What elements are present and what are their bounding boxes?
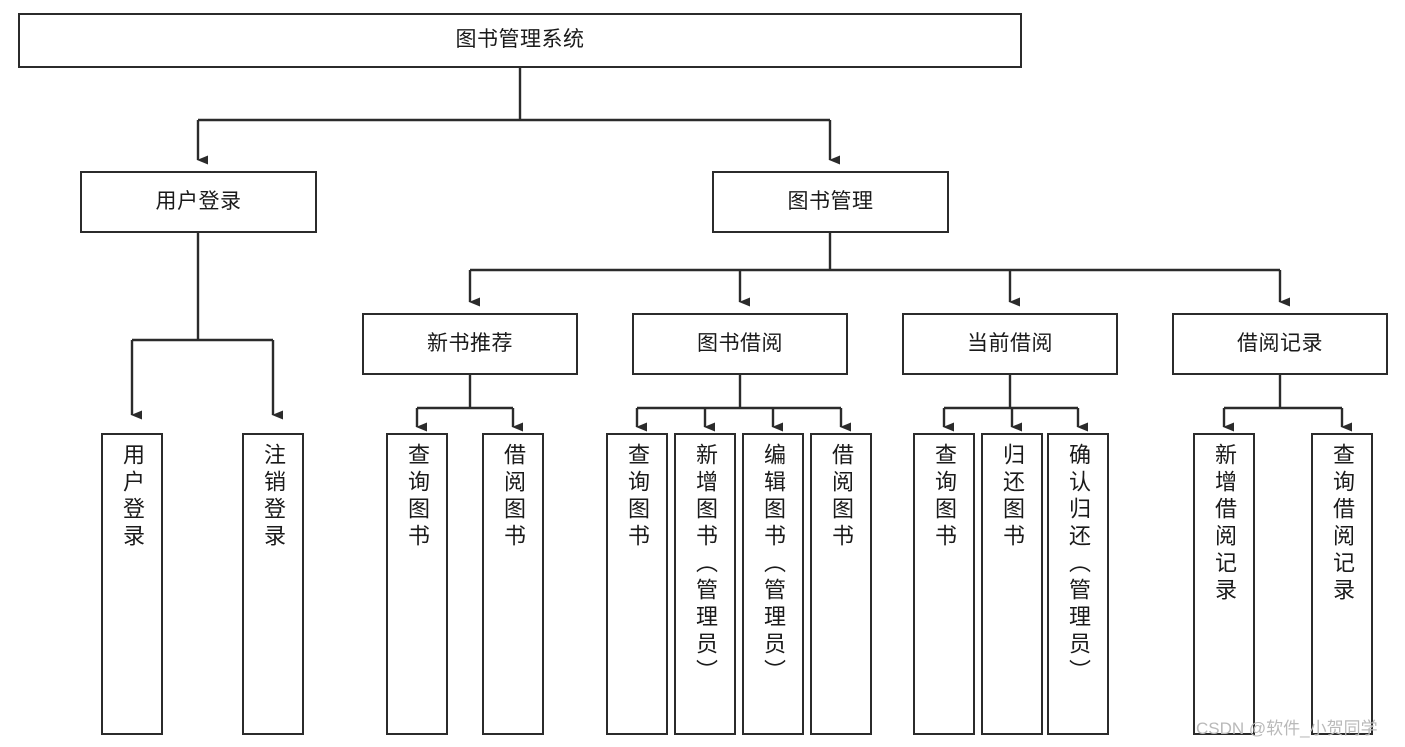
leaf-label-borrow-borrow-book: 借阅图书 — [829, 443, 854, 551]
edge-group-borrow-record — [1222, 375, 1352, 432]
leaf-label-user-login: 用户登录 — [120, 443, 145, 551]
node-label-current-borrow: 当前借阅 — [967, 331, 1053, 355]
leaf-borrow-edit-book[interactable]: 编辑图书（管理员） — [742, 433, 804, 735]
leaf-recommend-borrow-book[interactable]: 借阅图书 — [482, 433, 544, 735]
leaf-current-search-book[interactable]: 查询图书 — [913, 433, 975, 735]
edge-group-book-borrow — [635, 375, 851, 432]
leaf-recommend-search-book[interactable]: 查询图书 — [386, 433, 448, 735]
leaf-record-add-record[interactable]: 新增借阅记录 — [1193, 433, 1255, 735]
edge-group-new-book — [415, 375, 523, 432]
node-root-system[interactable]: 图书管理系统 — [18, 13, 1022, 68]
leaf-label-user-logout: 注销登录 — [261, 443, 286, 551]
leaf-label-recommend-search-book: 查询图书 — [405, 443, 430, 551]
leaf-user-login[interactable]: 用户登录 — [101, 433, 163, 735]
edge-group-root — [196, 68, 840, 165]
node-book-borrow[interactable]: 图书借阅 — [632, 313, 848, 375]
node-user-login[interactable]: 用户登录 — [80, 171, 317, 233]
leaf-label-borrow-add-book: 新增图书（管理员） — [693, 443, 718, 686]
node-label-book-management: 图书管理 — [787, 189, 874, 213]
leaf-current-confirm-return[interactable]: 确认归还（管理员） — [1047, 433, 1109, 735]
node-label-new-book-recommend: 新书推荐 — [427, 331, 513, 355]
leaf-label-recommend-borrow-book: 借阅图书 — [501, 443, 526, 551]
node-current-borrow[interactable]: 当前借阅 — [902, 313, 1118, 375]
leaf-borrow-search-book[interactable]: 查询图书 — [606, 433, 668, 735]
edge-group-book-management — [468, 233, 1290, 307]
leaf-borrow-borrow-book[interactable]: 借阅图书 — [810, 433, 872, 735]
node-label-borrow-record: 借阅记录 — [1237, 331, 1323, 355]
csdn-watermark: CSDN @软件_小贺同学 — [1196, 719, 1378, 738]
edge-group-current-borrow — [942, 375, 1088, 432]
leaf-user-logout[interactable]: 注销登录 — [242, 433, 304, 735]
node-label-root-system: 图书管理系统 — [455, 28, 585, 52]
leaf-current-return-book[interactable]: 归还图书 — [981, 433, 1043, 735]
leaf-label-record-search-record: 查询借阅记录 — [1330, 443, 1355, 605]
node-label-book-borrow: 图书借阅 — [697, 331, 783, 355]
leaf-label-borrow-edit-book: 编辑图书（管理员） — [761, 443, 786, 686]
leaf-record-search-record[interactable]: 查询借阅记录 — [1311, 433, 1373, 735]
leaf-label-borrow-search-book: 查询图书 — [625, 443, 650, 551]
leaf-borrow-add-book[interactable]: 新增图书（管理员） — [674, 433, 736, 735]
leaf-label-current-search-book: 查询图书 — [932, 443, 957, 551]
node-book-management[interactable]: 图书管理 — [712, 171, 949, 233]
leaf-label-record-add-record: 新增借阅记录 — [1212, 443, 1237, 605]
edge-group-user-login — [130, 233, 283, 420]
leaf-label-current-confirm-return: 确认归还（管理员） — [1066, 443, 1091, 686]
leaf-label-current-return-book: 归还图书 — [1000, 443, 1025, 551]
node-borrow-record[interactable]: 借阅记录 — [1172, 313, 1388, 375]
node-new-book-recommend[interactable]: 新书推荐 — [362, 313, 578, 375]
node-label-user-login: 用户登录 — [155, 189, 242, 213]
